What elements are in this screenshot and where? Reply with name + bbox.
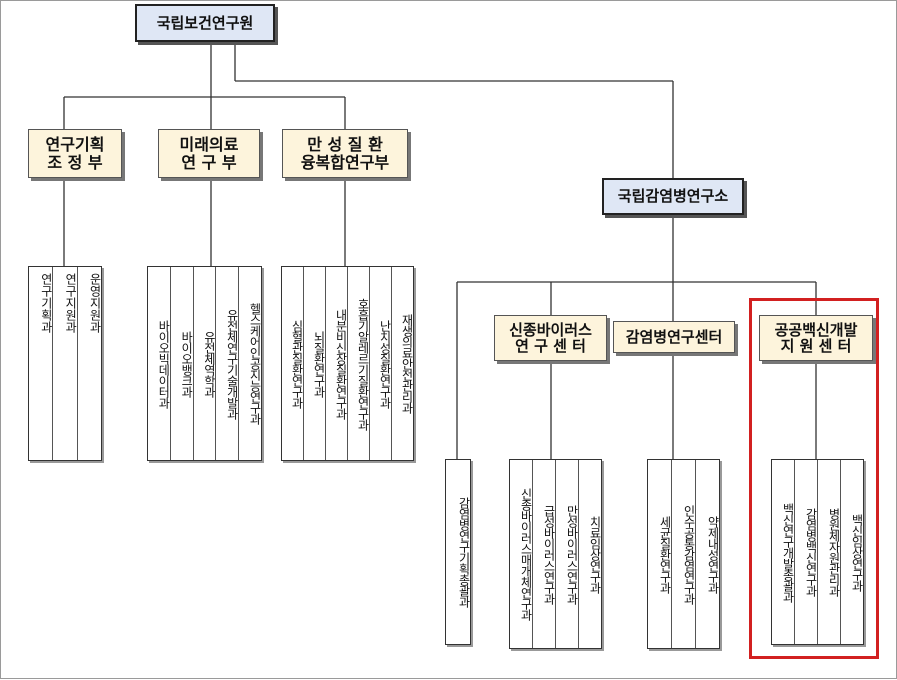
center-label-line1: 감염병연구센터 — [625, 327, 723, 346]
dept-research-planning: 연구기획 조 정 부 — [28, 129, 122, 178]
team-group-infectious-disease: 세균질환연구과 인수공통감염연구과 약제내성연구과 — [647, 459, 720, 649]
team-group-future-medicine: 바이오빅데이터과 바이오뱅크과 유전체역학과 유전체연구기술개발과 헬스케어인공… — [147, 266, 262, 461]
center-label-line1: 공공백신개발 — [774, 320, 858, 339]
team-group-research-planning: 연구기획과 연구지원과 운영지원과 — [28, 266, 102, 461]
institute-node: 국립감염병연구소 — [602, 178, 744, 215]
team-column: 내분비신장질환연구과 — [326, 267, 348, 460]
center-public-vaccine: 공공백신개발 지 원 센 터 — [759, 315, 873, 361]
team-column: 심혈관질환연구과 — [282, 267, 304, 460]
team-column: 세균질환연구과 — [648, 460, 672, 648]
center-label-line2: 연 구 센 터 — [515, 337, 586, 355]
dept-label-line2: 융복합연구부 — [300, 152, 390, 172]
team-column: 만성바이러스연구과 — [556, 460, 579, 648]
team-column: 난치성질환연구과 — [370, 267, 392, 460]
highlight-frame — [749, 298, 879, 659]
team-column: 연구지원과 — [53, 267, 78, 460]
center-label-line1: 신종바이러스 — [509, 320, 592, 339]
team-group-chronic-disease: 심혈관질환연구과 뇌질환연구과 내분비신장질환연구과 호흡기알레르기질환연구과 … — [281, 266, 414, 461]
dept-label-line2: 연 구 부 — [181, 152, 237, 172]
team-group-public-vaccine: 백신연구개발총괄과 감염병백신연구과 병원체자원관리과 백신임상연구과 — [771, 459, 864, 645]
team-column: 백신연구개발총괄과 — [772, 460, 795, 644]
team-column: 급성바이러스연구과 — [533, 460, 556, 648]
team-column: 유전체역학과 — [194, 267, 217, 460]
dept-future-medicine: 미래의료 연 구 부 — [158, 129, 260, 178]
center-label-line2: 지 원 센 터 — [780, 337, 852, 355]
dept-label-line2: 조 정 부 — [47, 152, 103, 172]
center-infectious-disease: 감염병연구센터 — [613, 321, 735, 353]
dept-label-line1: 연구기획 — [45, 134, 105, 154]
team-column: 바이오뱅크과 — [171, 267, 194, 460]
team-column: 감염병백신연구과 — [795, 460, 818, 644]
root-label: 국립보건연구원 — [156, 13, 254, 32]
team-column: 감염병연구기획총괄과 — [457, 497, 470, 607]
team-column: 뇌질환연구과 — [304, 267, 326, 460]
dept-chronic-disease: 만 성 질 환 융복합연구부 — [282, 129, 408, 178]
center-emerging-virus: 신종바이러스 연 구 센 터 — [494, 315, 607, 361]
team-group-institute-direct: 감염병연구기획총괄과 — [445, 459, 471, 645]
dept-label-line1: 미래의료 — [179, 134, 239, 154]
dept-label-line1: 만 성 질 환 — [307, 134, 383, 154]
root-node: 국립보건연구원 — [135, 4, 275, 42]
team-column: 신종바이러스매개체연구과 — [510, 460, 533, 648]
team-column: 재생의료안전관리과 — [400, 314, 413, 413]
team-column: 운영지원과 — [87, 273, 101, 333]
team-column: 병원체자원관리과 — [818, 460, 841, 644]
institute-label: 국립감염병연구소 — [617, 187, 729, 206]
team-column: 유전체연구기술개발과 — [216, 267, 240, 460]
team-column: 약제내성연구과 — [706, 515, 719, 593]
team-column: 치료임상연구과 — [588, 515, 601, 593]
team-column: 연구기획과 — [29, 267, 54, 460]
team-group-emerging-virus: 신종바이러스매개체연구과 급성바이러스연구과 만성바이러스연구과 치료임상연구과 — [509, 459, 602, 649]
team-column: 백신임상연구과 — [850, 513, 863, 591]
team-column: 호흡기알레르기질환연구과 — [348, 267, 370, 460]
team-column: 바이오빅데이터과 — [148, 267, 171, 460]
team-column: 헬스케어인공지능연구과 — [247, 303, 261, 424]
team-column: 인수공통감염연구과 — [672, 460, 696, 648]
